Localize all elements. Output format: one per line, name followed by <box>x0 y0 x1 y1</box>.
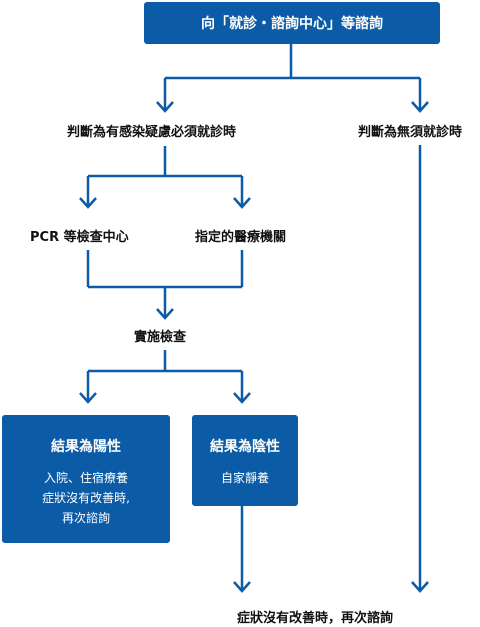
no-visit-needed-label: 判斷為無須就診時 <box>358 125 463 140</box>
arrowhead-to-final-note <box>233 581 251 593</box>
arrowhead-not-needed-final <box>411 581 429 593</box>
negative-result-title: 結果為陰性 <box>210 439 280 455</box>
arrowhead-to-not-needed <box>411 101 429 113</box>
suspected-infection-label: 判斷為有感染疑慮必須就診時 <box>67 125 237 140</box>
consultation-center-label: 向「就診・諮詢中心」等諮詢 <box>201 16 383 32</box>
arrowhead-to-hospital <box>233 197 251 209</box>
arrowhead-to-negative <box>233 392 251 404</box>
arrowhead-to-test <box>156 308 174 320</box>
arrowhead-to-suspected <box>156 101 174 113</box>
connector-test-split <box>86 350 244 401</box>
pcr-center-label: PCR 等檢查中心 <box>30 230 129 245</box>
designated-hospital-label: 指定的醫療機關 <box>195 230 287 245</box>
arrowhead-to-pcr <box>79 197 97 209</box>
test-step-label: 實施檢查 <box>134 330 187 345</box>
negative-result-body: 自家靜養 <box>220 471 269 485</box>
positive-result-title: 結果為陽性 <box>51 439 121 455</box>
connector-top-split <box>163 44 422 110</box>
arrowhead-to-positive <box>79 392 97 404</box>
positive-result-body: 入院、住宿療養 症狀沒有改善時, 再次諮詢 <box>42 471 130 525</box>
consultation-center-box: 向「就診・諮詢中心」等諮詢 <box>144 2 440 44</box>
connector-suspected-split <box>86 146 244 206</box>
negative-result-box: 結果為陰性 自家靜養 <box>192 415 298 506</box>
final-note-label: 症狀沒有改善時，再次諮詢 <box>237 611 394 626</box>
positive-result-box: 結果為陽性 入院、住宿療養 症狀沒有改善時, 再次諮詢 <box>2 415 170 543</box>
connector-options-merge <box>86 250 244 317</box>
